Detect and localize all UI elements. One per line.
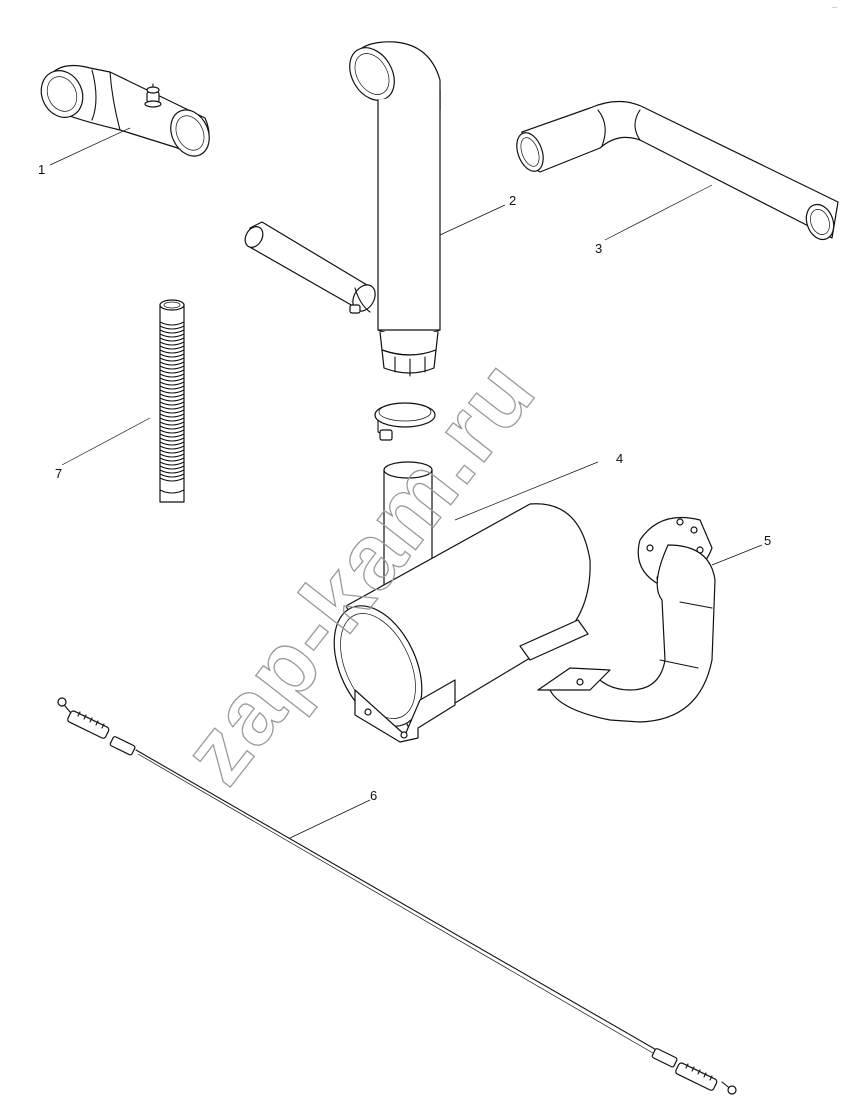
part-7-flex-hose[interactable] [159, 299, 185, 503]
callout-7: 7 [55, 466, 62, 481]
part-5-outlet-pipe[interactable] [537, 516, 716, 723]
callout-2: 2 [509, 193, 516, 208]
callout-6: 6 [370, 788, 377, 803]
part-6-control-cable[interactable] [57, 697, 737, 1095]
leader-lines [49, 127, 763, 839]
part-3-bent-pipe[interactable] [512, 100, 839, 244]
callout-4: 4 [616, 451, 623, 466]
clamp[interactable] [374, 402, 436, 441]
callout-1: 1 [38, 162, 45, 177]
part-4-muffler[interactable] [317, 461, 591, 743]
callout-5: 5 [764, 533, 771, 548]
part-2-exhaust-stack[interactable] [242, 40, 441, 377]
part-1-elbow-pipe[interactable] [34, 64, 217, 163]
callout-3: 3 [595, 241, 602, 256]
corner-mark: ... [832, 3, 838, 10]
